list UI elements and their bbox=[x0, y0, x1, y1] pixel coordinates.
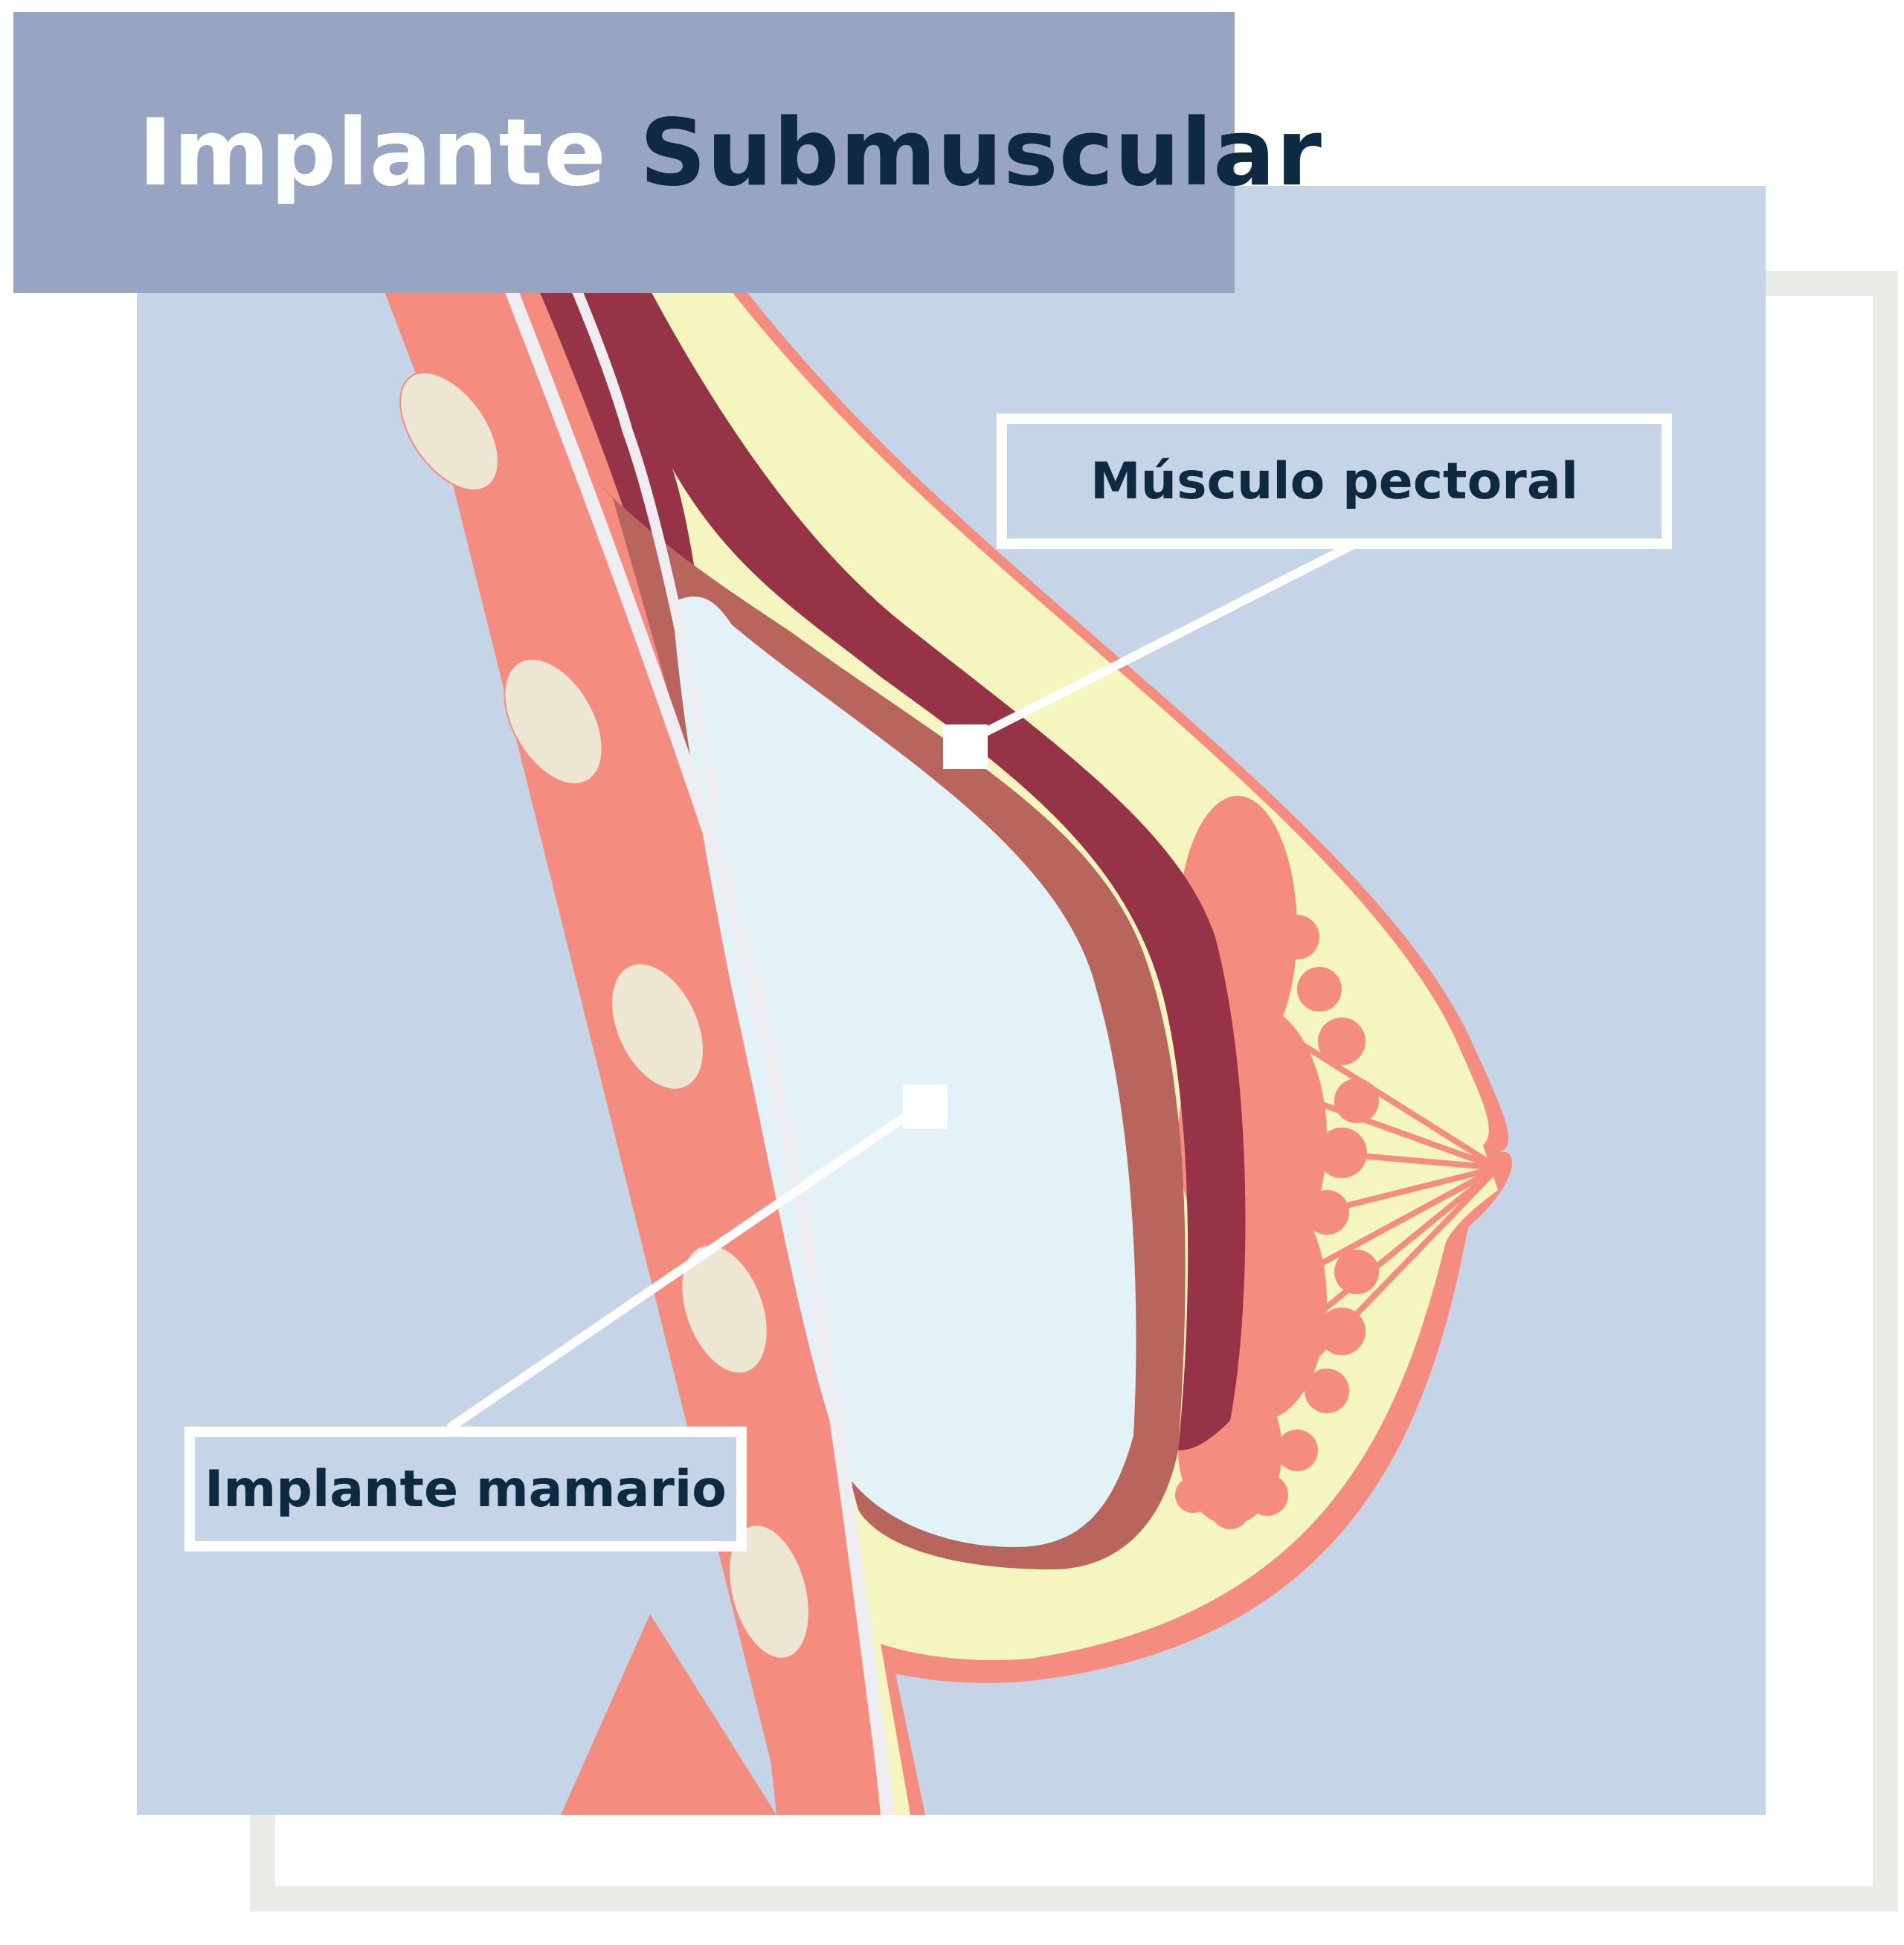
marker-implante bbox=[903, 1084, 948, 1129]
fascia-line bbox=[463, 186, 895, 1815]
leader-lines bbox=[446, 539, 1359, 1432]
diagram-panel bbox=[137, 186, 1766, 1815]
leader-implante bbox=[446, 1105, 921, 1432]
breast-cross-section bbox=[343, 186, 1512, 1815]
title-bar: Implante Submuscular bbox=[13, 12, 1322, 293]
breast-implant bbox=[672, 596, 1136, 1547]
label-implante-mamario: Implante mamario bbox=[184, 1427, 747, 1552]
label-musculo-pectoral: Músculo pectoral bbox=[997, 414, 1672, 549]
pectoral-muscle bbox=[493, 186, 1246, 1450]
title-part2: Submuscular bbox=[640, 100, 1322, 207]
label-musculo-text: Músculo pectoral bbox=[1090, 451, 1579, 511]
label-implante-text: Implante mamario bbox=[205, 1459, 727, 1519]
leader-musculo bbox=[960, 539, 1359, 748]
ribs bbox=[399, 371, 810, 1659]
milk-ducts bbox=[1280, 1038, 1500, 1393]
title-part1: Implante bbox=[138, 100, 607, 207]
page-title: Implante Submuscular bbox=[138, 98, 1322, 209]
marker-musculo bbox=[943, 724, 988, 769]
